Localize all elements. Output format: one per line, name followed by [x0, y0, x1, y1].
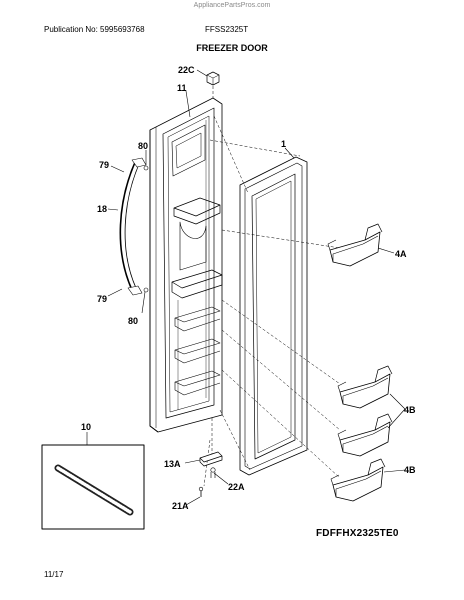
callout-80-top: 80	[138, 141, 148, 151]
callout-4A: 4A	[395, 249, 407, 259]
door-bin-4B-3-drawing	[330, 458, 386, 502]
diagram-code: FDFFHX2325TE0	[316, 528, 399, 539]
page-number: 11/17	[44, 570, 64, 579]
hinge-cap-drawing	[206, 71, 220, 86]
door-handle-drawing	[119, 157, 149, 296]
door-bin-4B-1-drawing	[337, 365, 393, 409]
callout-22C: 22C	[178, 65, 195, 75]
leader-lines	[86, 69, 406, 506]
gasket-roll-inset	[41, 444, 145, 530]
door-bin-4B-2-drawing	[337, 413, 393, 457]
callout-80-bottom: 80	[128, 316, 138, 326]
section-title: FREEZER DOOR	[196, 43, 268, 53]
projection-lines	[203, 86, 341, 487]
callout-13A: 13A	[164, 459, 181, 469]
callout-18: 18	[97, 204, 107, 214]
callout-1: 1	[281, 139, 286, 149]
callout-79-bottom: 79	[97, 294, 107, 304]
door-bin-4A-drawing	[327, 223, 383, 267]
callout-4B-1: 4B	[404, 405, 416, 415]
freezer-door-drawing	[149, 97, 223, 433]
callout-21A: 21A	[172, 501, 189, 511]
callout-79-top: 79	[99, 160, 109, 170]
door-gasket-drawing	[239, 156, 308, 476]
bottom-hinge-drawing	[198, 451, 223, 497]
callout-4B-2: 4B	[404, 465, 416, 475]
publication-number: Publication No: 5995693768	[44, 25, 145, 34]
callout-10: 10	[81, 422, 91, 432]
watermark: AppliancePartsPros.com	[193, 2, 271, 9]
model-number: FFSS2325T	[205, 25, 249, 34]
callout-22A: 22A	[228, 482, 245, 492]
callout-11: 11	[177, 83, 187, 93]
